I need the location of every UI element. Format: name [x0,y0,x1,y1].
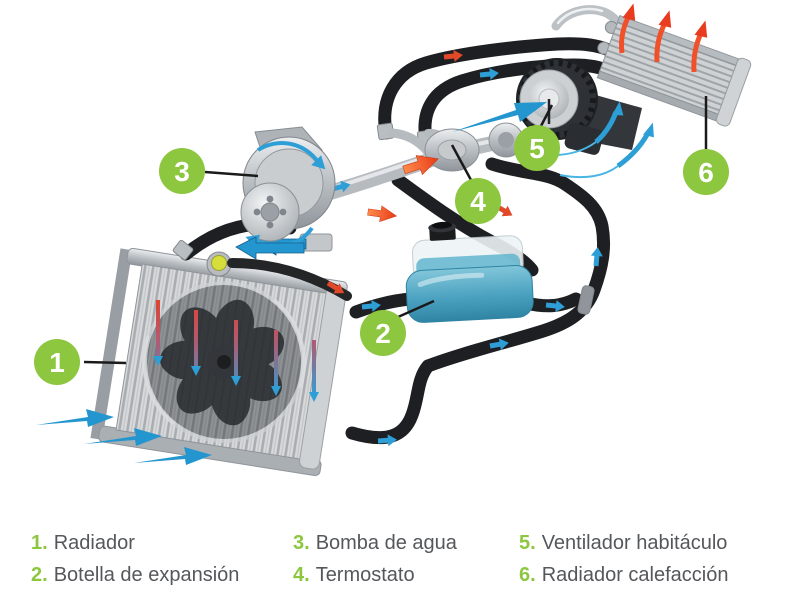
legend: 1.Radiador 2.Botella de expansión 3.Bomb… [0,520,792,599]
water-pump [235,126,336,260]
legend-number: 4. [293,564,310,586]
marker-radiador-calefaccion: 6 [683,96,729,195]
marker-number: 2 [375,318,391,349]
thermostat-assembly [310,122,524,223]
hot-coolant-arrow-icon [367,205,398,223]
air-into-blower-arrow-icon [452,102,547,132]
bottle-body [405,264,534,323]
leader-line [539,104,554,127]
hose-bottle-left [349,292,417,319]
legend-item-botella-expansion: 2.Botella de expansión [31,564,239,586]
coolant-cooling-arrows [153,300,319,402]
legend-number: 3. [293,532,310,554]
legend-item-radiador: 1.Radiador [31,532,239,554]
air-arrow-icon [134,447,212,465]
legend-label: Radiador [53,532,135,554]
legend-label: Termostato [315,564,415,586]
heater-hose-return [418,58,615,147]
legend-label: Botella de expansión [53,564,240,586]
cooling-system-diagram: 1 2 3 4 5 6 [34,3,752,477]
legend-item-bomba-agua: 3.Bomba de agua [293,532,457,554]
marker-number: 6 [698,157,714,188]
leader-line [397,299,435,319]
legend-number: 6. [519,564,536,586]
legend-column-2: 3.Bomba de agua 4.Termostato [293,532,457,596]
legend-column-3: 5.Ventilador habitáculo 6.Radiador calef… [519,532,728,596]
leader-line [204,170,259,178]
cool-air-in-arrows [547,101,654,179]
part-markers: 1 2 3 4 5 6 [34,96,729,385]
legend-number: 5. [519,532,536,554]
radiator-side-face [90,248,133,440]
air-arrow-icon [36,409,114,427]
legend-item-termostato: 4.Termostato [293,564,457,586]
airflow-intake-arrows [36,409,212,465]
legend-column-1: 1.Radiador 2.Botella de expansión [31,532,239,596]
hot-air-out-arrows [619,3,708,73]
radiator [90,232,352,477]
legend-label: Ventilador habitáculo [541,532,728,554]
heater-end-tank [715,57,752,127]
legend-label: Radiador calefacción [541,564,729,586]
marker-number: 3 [174,156,190,187]
coolant-out-arrow-icon [235,236,305,260]
pump-rotation-arrow-icon [256,141,320,164]
marker-number: 4 [470,186,486,217]
heater-hose-supply [378,37,613,140]
marker-termostato: 4 [450,144,501,224]
marker-number: 1 [49,347,65,378]
legend-label: Bomba de agua [315,532,457,554]
marker-radiador: 1 [34,339,127,385]
legend-number: 1. [31,532,48,554]
leader-line [450,144,473,181]
legend-item-ventilador-habitaculo: 5.Ventilador habitáculo [519,532,728,554]
marker-ventilador-habitaculo: 5 [514,104,560,171]
legend-number: 2. [31,564,48,586]
fan-rotation-arrow-icon [142,335,175,426]
marker-bomba-agua: 3 [159,148,259,194]
marker-botella-expansion: 2 [360,299,435,356]
marker-number: 5 [529,133,545,164]
bottle-cap [428,221,457,241]
cabin-blower-fan [452,58,642,155]
legend-item-radiador-calefaccion: 6.Radiador calefacción [519,564,728,586]
hose-thermostat-to-radiator [345,157,611,445]
heater-core [547,3,752,179]
leader-line [83,360,127,365]
air-arrow-icon [84,428,162,446]
expansion-bottle [405,221,534,323]
fan-rotation-arrow-icon [273,298,306,389]
hot-coolant-arrow-icon [402,155,439,176]
